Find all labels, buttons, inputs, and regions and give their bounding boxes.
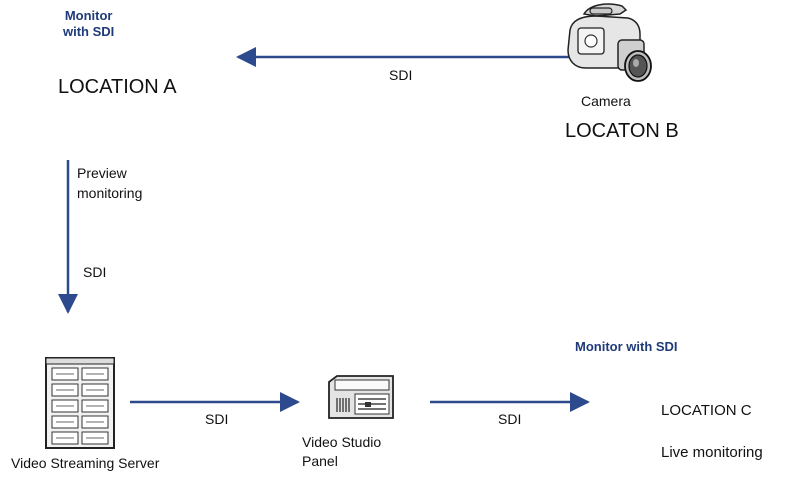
panel-label: Video Studio Panel (302, 433, 381, 471)
server-label: Video Streaming Server (11, 455, 160, 471)
panel-label-line1: Video Studio (302, 434, 382, 450)
preview-label-line1: Preview (77, 165, 127, 181)
location-a-label: LOCATION A (58, 76, 177, 98)
location-a-monitor-label: Monitor with SDI (63, 8, 114, 40)
location-c-monitor-label: Monitor with SDI (575, 339, 678, 354)
server-rack-icon (45, 357, 115, 449)
preview-label-line2: monitoring (77, 185, 143, 201)
sdi-label-panel-to-c: SDI (498, 411, 522, 427)
camera-label: Camera (581, 93, 631, 109)
sdi-label-camera-to-a: SDI (389, 67, 413, 83)
location-b-label: LOCATON B (565, 120, 679, 142)
location-c-label: LOCATION C (661, 402, 752, 419)
location-c-caption: Live monitoring (661, 444, 763, 461)
panel-label-line2: Panel (302, 453, 338, 469)
location-a-monitor-label-line1: Monitor (64, 8, 113, 23)
location-a-monitor-label-line2: with SDI (63, 24, 115, 39)
preview-monitoring-label: Preview monitoring (77, 163, 142, 203)
sdi-label-a-to-server: SDI (83, 264, 107, 280)
studio-panel-icon (328, 375, 394, 419)
sdi-label-server-to-panel: SDI (205, 411, 229, 427)
video-camera-icon (567, 3, 652, 82)
